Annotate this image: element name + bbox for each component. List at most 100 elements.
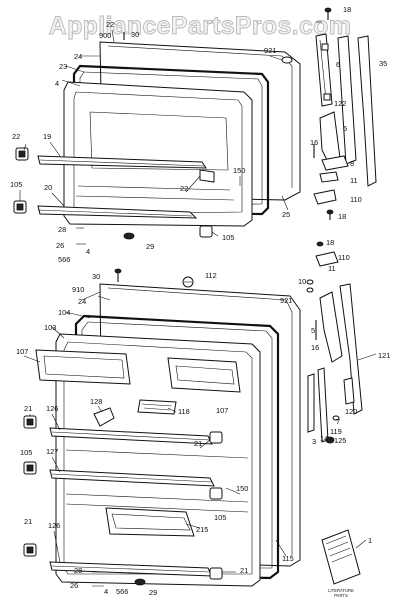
callout-11: 11 <box>328 264 336 273</box>
callout-22: 22 <box>12 132 20 141</box>
callout-110: 110 <box>338 253 350 262</box>
callout-28: 28 <box>74 566 82 575</box>
callout-107: 107 <box>216 406 228 415</box>
upper-hinge-11 <box>319 171 339 183</box>
callout-105: 105 <box>10 180 22 189</box>
callout-labels: 18 22 900 30 24 921 6 35 23 4 1 22 5 22 1… <box>10 5 390 597</box>
callout-29: 29 <box>146 242 154 251</box>
callout-107: 107 <box>16 347 28 356</box>
literature-parts-box <box>321 529 361 585</box>
upper-hinge-8 <box>321 155 349 171</box>
callout-14: 14 <box>320 434 328 443</box>
upper-handle-trim-35 <box>357 35 377 187</box>
bin-215 <box>105 507 195 537</box>
callout-127: 127 <box>46 447 58 456</box>
upper-hinge-110 <box>313 189 337 205</box>
literature-label-line1: LITERATURE <box>328 588 354 593</box>
callout-121: 121 <box>378 351 390 360</box>
callout-5: 5 <box>311 326 315 335</box>
callout-103: 103 <box>44 323 56 332</box>
literature-label-line2: PARTS <box>334 593 348 598</box>
lower-bracket-120 <box>343 377 355 405</box>
callout-119: 119 <box>330 427 342 436</box>
callout-150: 150 <box>233 166 245 175</box>
callout-5: 5 <box>343 124 347 133</box>
callout-19: 19 <box>43 132 51 141</box>
callout-21: 21 <box>194 439 202 448</box>
lower-hinge-110 <box>315 251 339 267</box>
lower-trim-3 <box>307 373 315 433</box>
callout-22: 22 <box>106 20 114 29</box>
callout-18: 18 <box>343 5 351 14</box>
fresh-food-door-assembly <box>23 241 363 587</box>
callout-120: 120 <box>345 407 357 416</box>
callout-118: 118 <box>178 407 190 416</box>
callout-4: 4 <box>104 587 108 596</box>
callout-6: 6 <box>336 60 340 69</box>
upper-hinge-bracket-122 <box>315 33 333 107</box>
callout-921: 921 <box>280 296 292 305</box>
callout-105: 105 <box>214 513 226 522</box>
callout-26: 26 <box>70 581 78 590</box>
callout-30: 30 <box>92 272 100 281</box>
callout-18: 18 <box>338 212 346 221</box>
callout-24: 24 <box>78 297 86 306</box>
callout-7: 7 <box>336 417 340 426</box>
freezer-shelf-rail <box>37 155 207 169</box>
cap-21b <box>209 431 223 444</box>
callout-150: 150 <box>236 484 248 493</box>
callout-8: 8 <box>350 159 354 168</box>
callout-21: 21 <box>24 517 32 526</box>
callout-18: 18 <box>326 238 334 247</box>
callout-22: 22 <box>180 184 188 193</box>
callout-11: 11 <box>350 176 358 185</box>
callout-23: 23 <box>59 62 67 71</box>
callout-921: 921 <box>264 46 276 55</box>
callout-115: 115 <box>282 554 294 563</box>
lower-handle-121 <box>339 283 363 415</box>
callout-104: 104 <box>58 308 70 317</box>
lower-screw-18c <box>316 241 324 247</box>
freezer-screw-29 <box>123 232 135 240</box>
callout-112: 112 <box>205 271 217 280</box>
callout-126: 126 <box>46 404 58 413</box>
lower-plug-119 <box>325 436 335 444</box>
callout-1: 1 <box>368 536 372 545</box>
lower-handle-5 <box>319 291 343 363</box>
lower-washer-11 <box>306 287 314 293</box>
callout-566: 566 <box>116 587 128 596</box>
callout-30: 30 <box>131 30 139 39</box>
upper-screw-18b <box>326 209 334 215</box>
fresh-food-screw-29 <box>134 578 146 586</box>
freezer-rail-cap-105-right <box>199 225 213 238</box>
callout-4: 4 <box>86 247 90 256</box>
callout-21: 21 <box>240 566 248 575</box>
callout-125: 125 <box>334 436 346 445</box>
callout-105: 105 <box>222 233 234 242</box>
callout-128: 128 <box>90 397 102 406</box>
watermark-text: AppliancePartsPros.com <box>49 12 352 40</box>
callout-21: 21 <box>24 404 32 413</box>
callout-900: 900 <box>99 31 111 40</box>
callout-10: 10 <box>298 277 306 286</box>
callout-35: 35 <box>379 59 387 68</box>
callout-16: 16 <box>311 343 319 352</box>
fresh-food-door-liner <box>55 333 261 587</box>
callout-910: 910 <box>72 285 84 294</box>
callout-28: 28 <box>58 225 66 234</box>
callout-105: 105 <box>20 448 32 457</box>
cap-21d <box>209 567 223 580</box>
part-128 <box>93 407 115 427</box>
callout-215: 215 <box>196 525 208 534</box>
lower-trim-7 <box>317 367 329 443</box>
callout-25: 25 <box>282 210 290 219</box>
callout-110: 110 <box>350 195 362 204</box>
lower-washer-10 <box>306 279 314 285</box>
freezer-door-hole <box>281 56 293 64</box>
freezer-door-liner <box>63 81 253 227</box>
part-118 <box>137 399 177 415</box>
callout-4: 4 <box>55 79 59 88</box>
cap-105b <box>209 487 223 500</box>
callout-126: 126 <box>48 521 60 530</box>
